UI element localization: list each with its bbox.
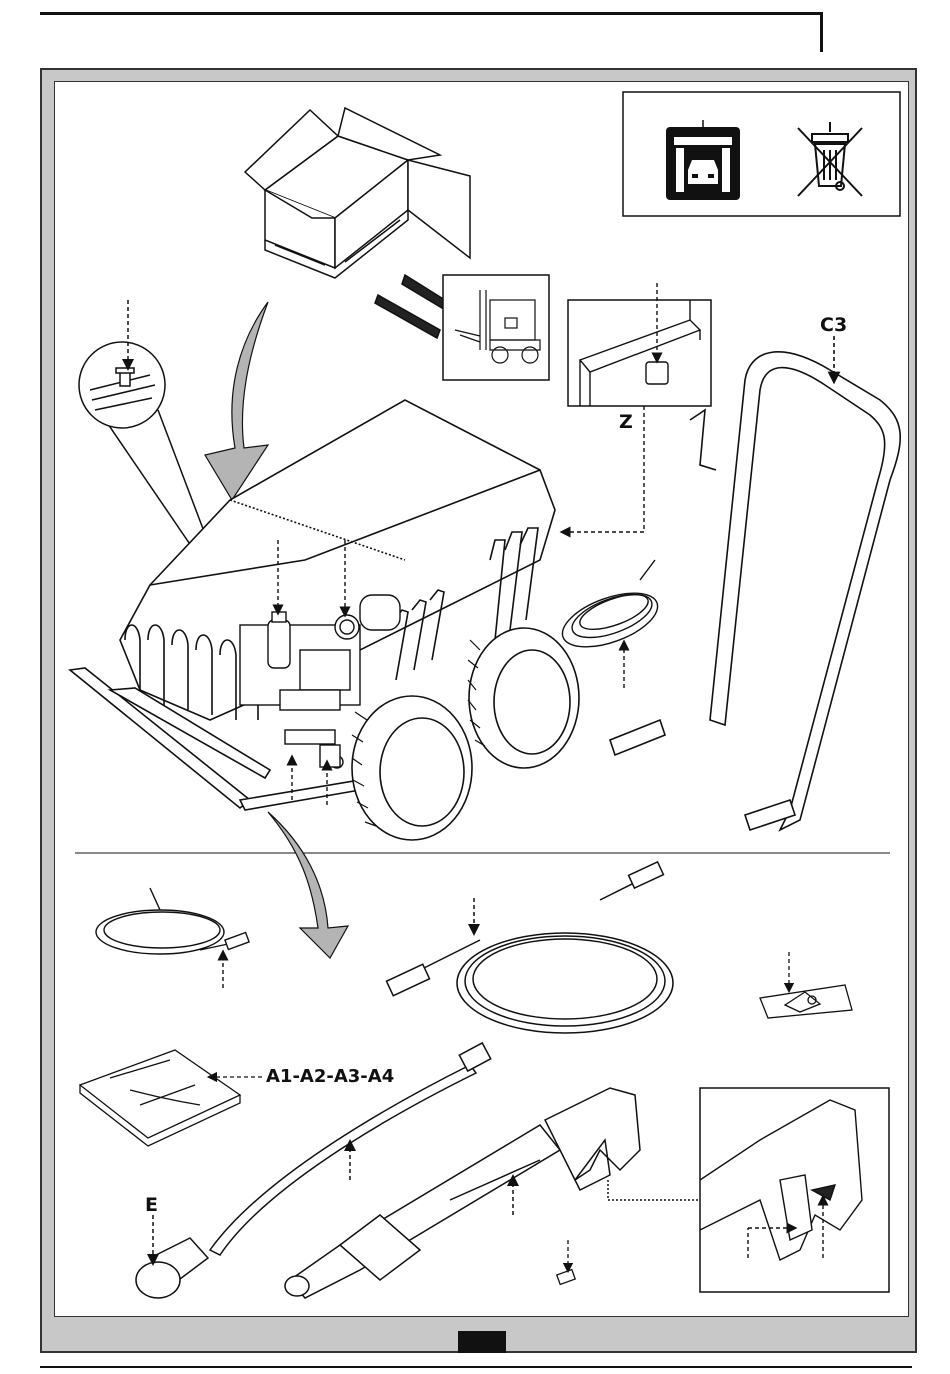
wheels bbox=[352, 628, 579, 840]
indoor-use-garage-icon bbox=[666, 120, 740, 200]
symbols-box bbox=[623, 92, 900, 216]
suction-hose bbox=[96, 888, 249, 988]
bottom-rule bbox=[40, 1366, 912, 1368]
nozzle bbox=[557, 1240, 575, 1284]
handlebar bbox=[610, 336, 900, 830]
page-number-tab bbox=[458, 1331, 506, 1353]
callout-z: Z bbox=[619, 413, 633, 432]
spray-gun bbox=[285, 1088, 700, 1298]
forklift-inset bbox=[443, 275, 549, 380]
instruction-manual bbox=[80, 1050, 262, 1146]
accessories-arrow bbox=[268, 812, 348, 958]
high-pressure-hose bbox=[386, 862, 673, 1033]
forklift-forks bbox=[375, 275, 445, 338]
unpack-arrow bbox=[205, 302, 268, 500]
parts-bag bbox=[760, 952, 852, 1018]
handle-clip-inset bbox=[565, 283, 711, 532]
callout-accessories: A1-A2-A3-A4 bbox=[266, 1068, 394, 1086]
trigger-lock-inset bbox=[700, 1088, 889, 1292]
callout-c3: C3 bbox=[820, 316, 847, 335]
callout-e: E bbox=[145, 1196, 158, 1215]
packaging-box bbox=[245, 108, 470, 278]
